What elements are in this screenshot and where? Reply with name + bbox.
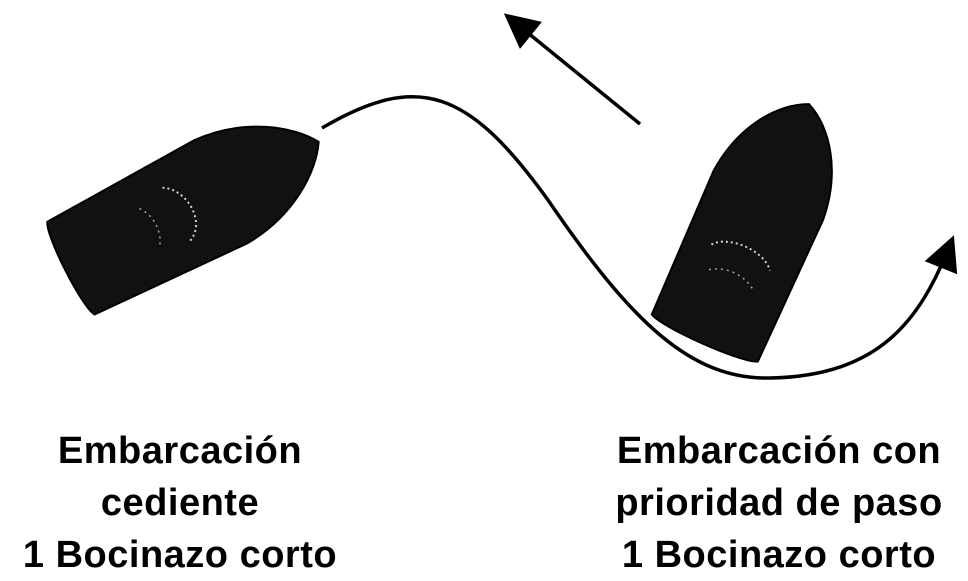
yielding-boat-caption: Embarcación cediente 1 Bocinazo corto [0,425,360,581]
maneuver-diagram [46,13,958,380]
yielding-boat-caption-line2: cediente [100,482,260,524]
priority-boat-caption-line1: Embarcación con [616,430,942,472]
straight-arrow-icon [503,13,642,126]
yielding-boat-caption-line3: 1 Bocinazo corto [22,534,338,576]
curved-arrow-icon [321,95,958,380]
priority-boat-caption: Embarcación con prioridad de paso 1 Boci… [590,425,968,581]
priority-boat-caption-line2: prioridad de paso [615,482,943,524]
priority-boat-icon [650,103,833,363]
yielding-boat-icon [46,125,320,316]
priority-boat-caption-line3: 1 Bocinazo corto [621,534,937,576]
yielding-boat-caption-line1: Embarcación [57,430,303,472]
